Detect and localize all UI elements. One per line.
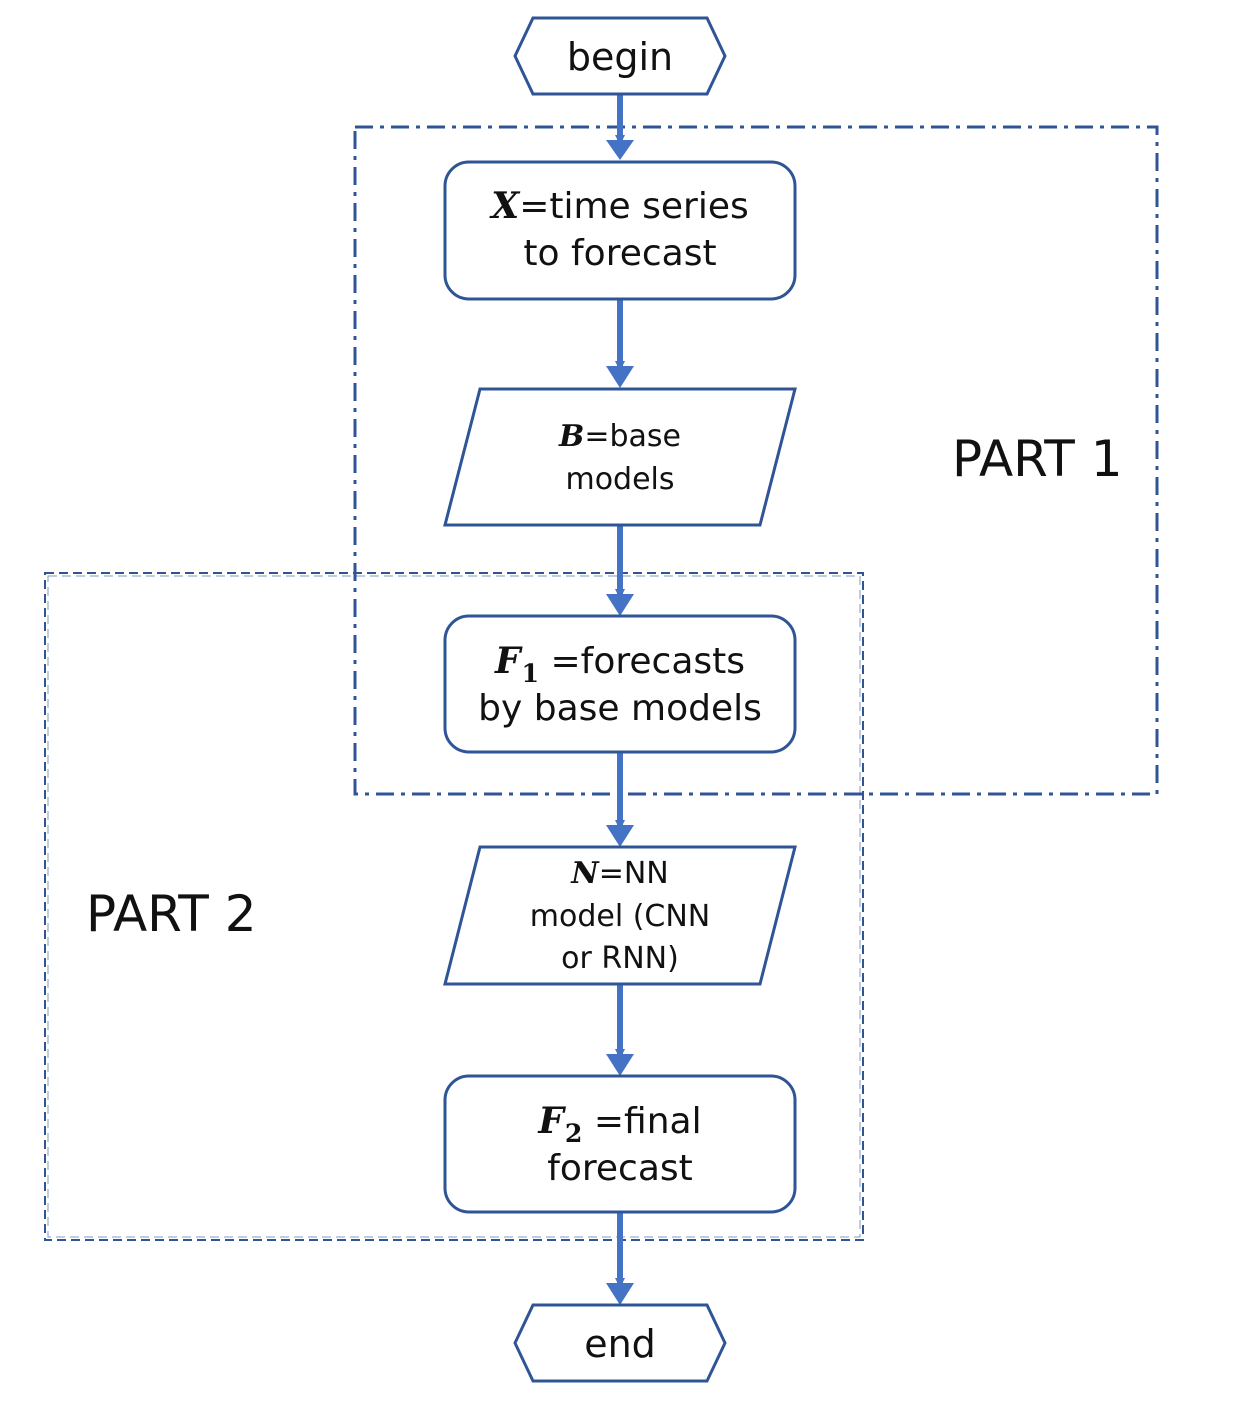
part1-label: PART 1 xyxy=(952,430,1123,488)
f2-line2-text: forecast xyxy=(547,1147,693,1189)
part2-region-border xyxy=(44,572,864,1241)
f1-label: F1 =forecasts by base models xyxy=(445,638,795,733)
n-eq-text: =NN xyxy=(598,856,669,891)
nn-model-label: N=NN model (CNN or RNN) xyxy=(445,853,795,981)
part2-label: PART 2 xyxy=(86,885,257,943)
begin-label: begin xyxy=(515,33,725,82)
base-models-io-shape xyxy=(443,387,797,527)
b-eq-text: =base xyxy=(584,419,681,454)
f1-line2-text: by base models xyxy=(478,687,762,729)
f1-subscript: 1 xyxy=(521,657,540,688)
b-line2-text: models xyxy=(565,461,675,497)
f2-subscript: 2 xyxy=(564,1117,583,1148)
x-series-label: X=time series to forecast xyxy=(445,183,795,278)
begin-text: begin xyxy=(566,35,674,79)
nn-line2-text: model (CNN xyxy=(529,898,711,934)
f2-eq-text: =final xyxy=(582,1101,702,1142)
f1-symbol: F xyxy=(494,640,521,682)
f1-eq-text: =forecasts xyxy=(539,641,746,682)
nn-model-io-shape xyxy=(443,845,797,986)
n-symbol: N xyxy=(571,856,599,891)
b-symbol: B xyxy=(558,419,585,454)
f2-symbol: F xyxy=(538,1100,564,1142)
base-models-label: B=base models xyxy=(445,416,795,501)
end-text: end xyxy=(584,1322,656,1366)
x-symbol: X xyxy=(491,185,520,227)
f1-process-shape xyxy=(443,614,797,754)
f2-process-shape xyxy=(443,1074,797,1214)
part2-region-border-inner xyxy=(47,575,861,1238)
x-series-process-shape xyxy=(443,160,797,301)
x-line2-text: to forecast xyxy=(523,232,717,274)
nn-line3-text: or RNN) xyxy=(561,941,679,977)
x-eq-text: =time series xyxy=(519,186,749,227)
end-label: end xyxy=(515,1320,725,1369)
f2-label: F2 =final forecast xyxy=(445,1098,795,1193)
part1-region-border xyxy=(353,125,1159,796)
end-terminal-shape xyxy=(513,1303,727,1383)
begin-terminal-shape xyxy=(513,16,727,96)
